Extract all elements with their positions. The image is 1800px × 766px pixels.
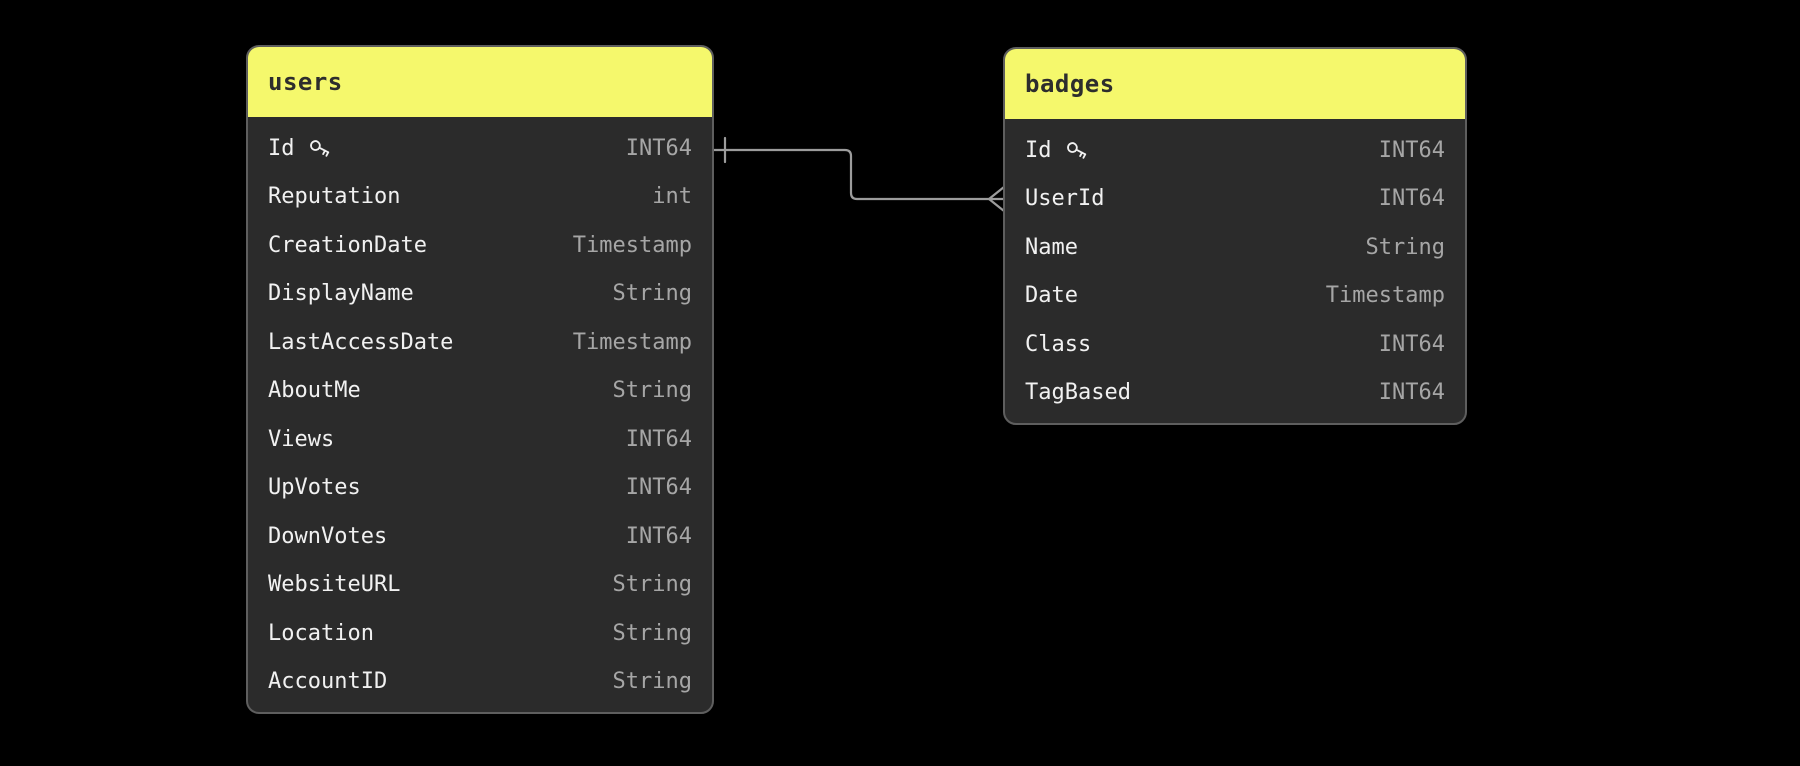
- field-type: INT64: [1378, 186, 1445, 212]
- field-type: INT64: [625, 475, 692, 501]
- field-type: INT64: [625, 426, 692, 452]
- field-name: WebsiteURL: [268, 572, 401, 598]
- field-type: INT64: [625, 135, 692, 161]
- field-row-location[interactable]: Location String: [248, 609, 712, 658]
- key-icon: [1064, 137, 1090, 163]
- field-type: Timestamp: [572, 329, 692, 355]
- field-name: AboutMe: [268, 378, 361, 404]
- field-row-views[interactable]: Views INT64: [248, 415, 712, 464]
- field-type: String: [1365, 234, 1445, 260]
- field-row-lastaccessdate[interactable]: LastAccessDate Timestamp: [248, 318, 712, 367]
- table-title: users: [268, 68, 343, 96]
- field-name: UpVotes: [268, 475, 361, 501]
- table-title: badges: [1025, 70, 1115, 98]
- field-type: INT64: [1378, 380, 1445, 406]
- field-name: Id: [1025, 137, 1052, 163]
- field-name: LastAccessDate: [268, 329, 454, 355]
- field-row-upvotes[interactable]: UpVotes INT64: [248, 464, 712, 513]
- field-name: Views: [268, 426, 335, 452]
- field-name: DisplayName: [268, 281, 414, 307]
- field-row-userid[interactable]: UserId INT64: [1005, 175, 1465, 224]
- relationship-line-users-badges[interactable]: [710, 148, 991, 201]
- table-header-users[interactable]: users: [248, 47, 712, 117]
- key-icon: [307, 135, 333, 161]
- crow-foot-many-icon: [987, 185, 1006, 213]
- field-name: Id: [268, 135, 295, 161]
- field-type: String: [612, 620, 692, 646]
- table-node-users[interactable]: users Id INT64 Reputation int CreationDa…: [246, 45, 714, 714]
- field-type: INT64: [625, 523, 692, 549]
- table-body-users: Id INT64 Reputation int CreationDate Tim…: [248, 117, 712, 712]
- field-name: CreationDate: [268, 232, 427, 258]
- table-body-badges: Id INT64 UserId INT64 Name String Date T…: [1005, 119, 1465, 423]
- field-type: String: [612, 669, 692, 695]
- field-row-displayname[interactable]: DisplayName String: [248, 270, 712, 319]
- table-header-badges[interactable]: badges: [1005, 49, 1465, 119]
- field-row-id[interactable]: Id INT64: [248, 124, 712, 173]
- field-type: String: [612, 378, 692, 404]
- field-row-reputation[interactable]: Reputation int: [248, 173, 712, 222]
- field-name: Location: [268, 620, 374, 646]
- field-row-tagbased[interactable]: TagBased INT64: [1005, 369, 1465, 418]
- field-type: String: [612, 572, 692, 598]
- field-name: Date: [1025, 283, 1078, 309]
- field-type: String: [612, 281, 692, 307]
- field-row-date[interactable]: Date Timestamp: [1005, 272, 1465, 321]
- field-name: Name: [1025, 234, 1078, 260]
- field-row-websiteurl[interactable]: WebsiteURL String: [248, 561, 712, 610]
- field-row-name[interactable]: Name String: [1005, 223, 1465, 272]
- field-type: int: [652, 184, 692, 210]
- field-row-creationdate[interactable]: CreationDate Timestamp: [248, 221, 712, 270]
- field-name: UserId: [1025, 186, 1105, 212]
- field-name: Reputation: [268, 184, 401, 210]
- field-type: INT64: [1378, 331, 1445, 357]
- field-type: Timestamp: [572, 232, 692, 258]
- field-row-downvotes[interactable]: DownVotes INT64: [248, 512, 712, 561]
- field-name: TagBased: [1025, 380, 1131, 406]
- field-name: Class: [1025, 331, 1092, 357]
- field-row-accountid[interactable]: AccountID String: [248, 658, 712, 707]
- field-type: INT64: [1378, 137, 1445, 163]
- field-row-id[interactable]: Id INT64: [1005, 126, 1465, 175]
- table-node-badges[interactable]: badges Id INT64 UserId INT64 Name String: [1003, 47, 1467, 425]
- field-row-aboutme[interactable]: AboutMe String: [248, 367, 712, 416]
- field-row-class[interactable]: Class INT64: [1005, 320, 1465, 369]
- field-type: Timestamp: [1325, 283, 1445, 309]
- field-name: DownVotes: [268, 523, 388, 549]
- field-name: AccountID: [268, 669, 388, 695]
